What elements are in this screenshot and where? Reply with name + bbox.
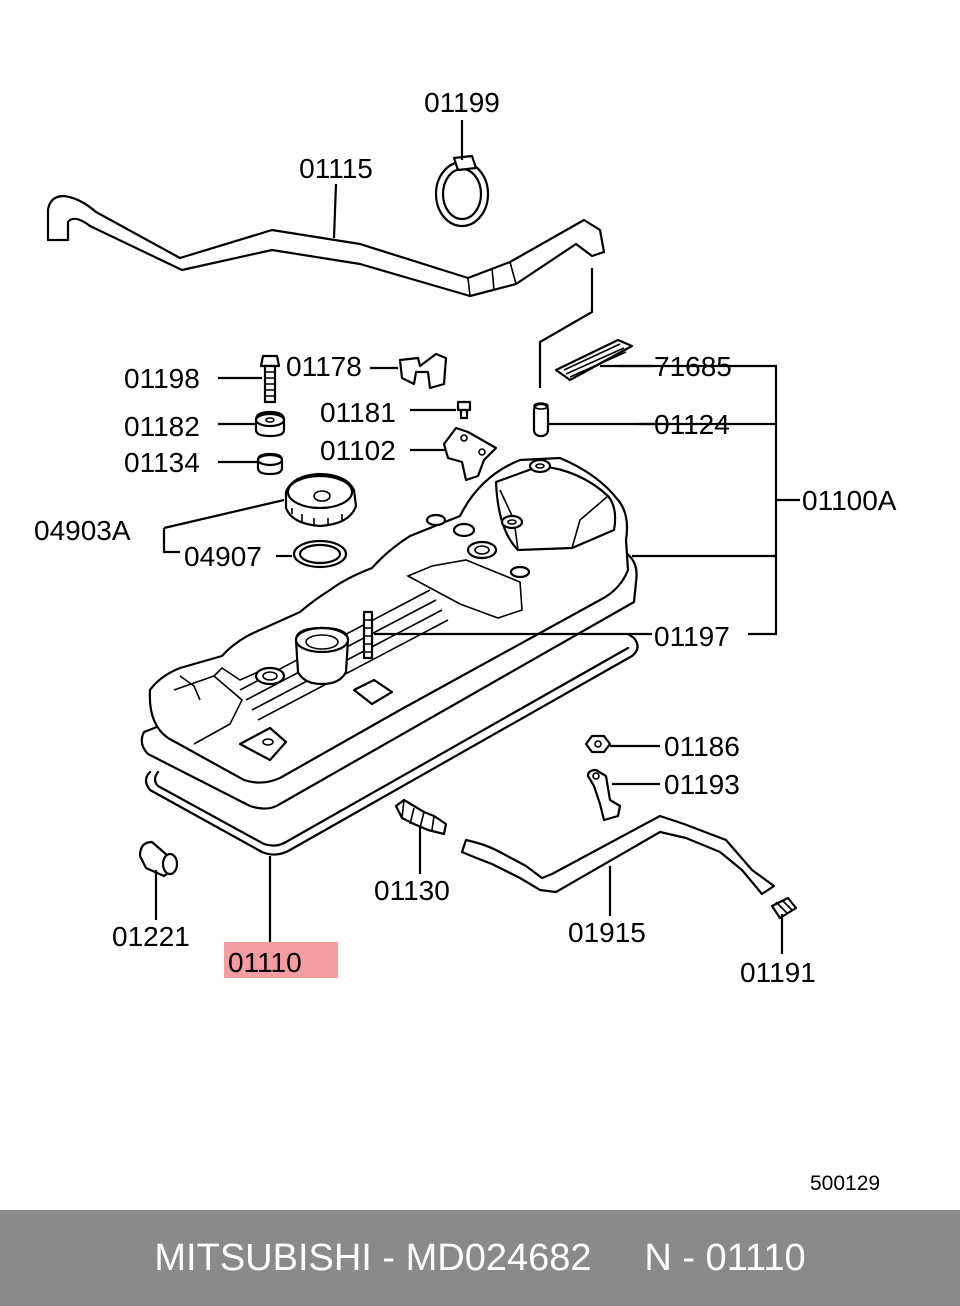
pcv-valve-01130 (394, 798, 448, 836)
oil-filler-cap-04903A (284, 472, 358, 528)
parts-diagram: 01199 01115 01198 01178 01181 01182 0110… (34, 87, 897, 1195)
label-01178: 01178 (286, 351, 362, 382)
footer-gap (592, 1237, 645, 1280)
diagram-number: 500129 (810, 1172, 880, 1195)
emblem-71685 (554, 338, 634, 382)
clip-01193 (586, 768, 622, 822)
gasket-01110 (144, 632, 639, 856)
bolt-01198 (259, 354, 281, 404)
rocker-cover-01100A (140, 456, 638, 810)
hose-01915 (460, 814, 776, 896)
footer-part-number: MD024682 (405, 1236, 592, 1279)
label-01193: 01193 (664, 769, 740, 800)
footer-bar: MITSUBISHI - MD024682 N - 01110 (0, 1210, 960, 1306)
label-04907: 04907 (184, 541, 262, 572)
grommet-01134 (256, 452, 284, 476)
cap-01124 (532, 402, 550, 438)
label-01191: 01191 (740, 957, 816, 988)
footer-ref: N - 01110 (644, 1236, 806, 1279)
label-01115: 01115 (299, 153, 373, 184)
plug-01221 (138, 840, 179, 878)
clip-01191 (770, 896, 798, 920)
label-01915: 01915 (568, 917, 646, 948)
label-01181: 01181 (320, 397, 396, 428)
label-01102: 01102 (320, 435, 396, 466)
label-01182: 01182 (124, 411, 200, 442)
label-01221: 01221 (112, 921, 190, 952)
label-01124: 01124 (654, 409, 730, 440)
clamp-01199 (434, 154, 490, 228)
leader-01100A (618, 364, 800, 636)
label-01186: 01186 (664, 731, 740, 762)
label-01134: 01134 (124, 447, 200, 478)
leader-hose-link (538, 268, 594, 388)
label-01197: 01197 (654, 621, 730, 652)
label-01199: 01199 (424, 87, 500, 118)
label-01110: 01110 (228, 947, 302, 978)
label-01100A: 01100A (802, 485, 897, 516)
leader-04903A (162, 498, 285, 554)
leader-01115 (332, 183, 338, 239)
label-01198: 01198 (124, 363, 200, 394)
bracket-01102 (442, 426, 498, 482)
label-01130: 01130 (374, 875, 450, 906)
gasket-04907 (292, 539, 348, 569)
grommet-01182 (254, 410, 286, 438)
nut-01186 (584, 734, 612, 754)
bolt-01181 (456, 400, 472, 420)
footer-brand: MITSUBISHI (154, 1236, 372, 1279)
label-71685: 71685 (654, 351, 732, 382)
hose-01115 (46, 194, 606, 298)
bracket-01178 (398, 352, 448, 390)
label-04903A: 04903A (34, 515, 131, 546)
footer-separator: - (371, 1236, 406, 1279)
highlight-box-01110 (224, 942, 338, 978)
